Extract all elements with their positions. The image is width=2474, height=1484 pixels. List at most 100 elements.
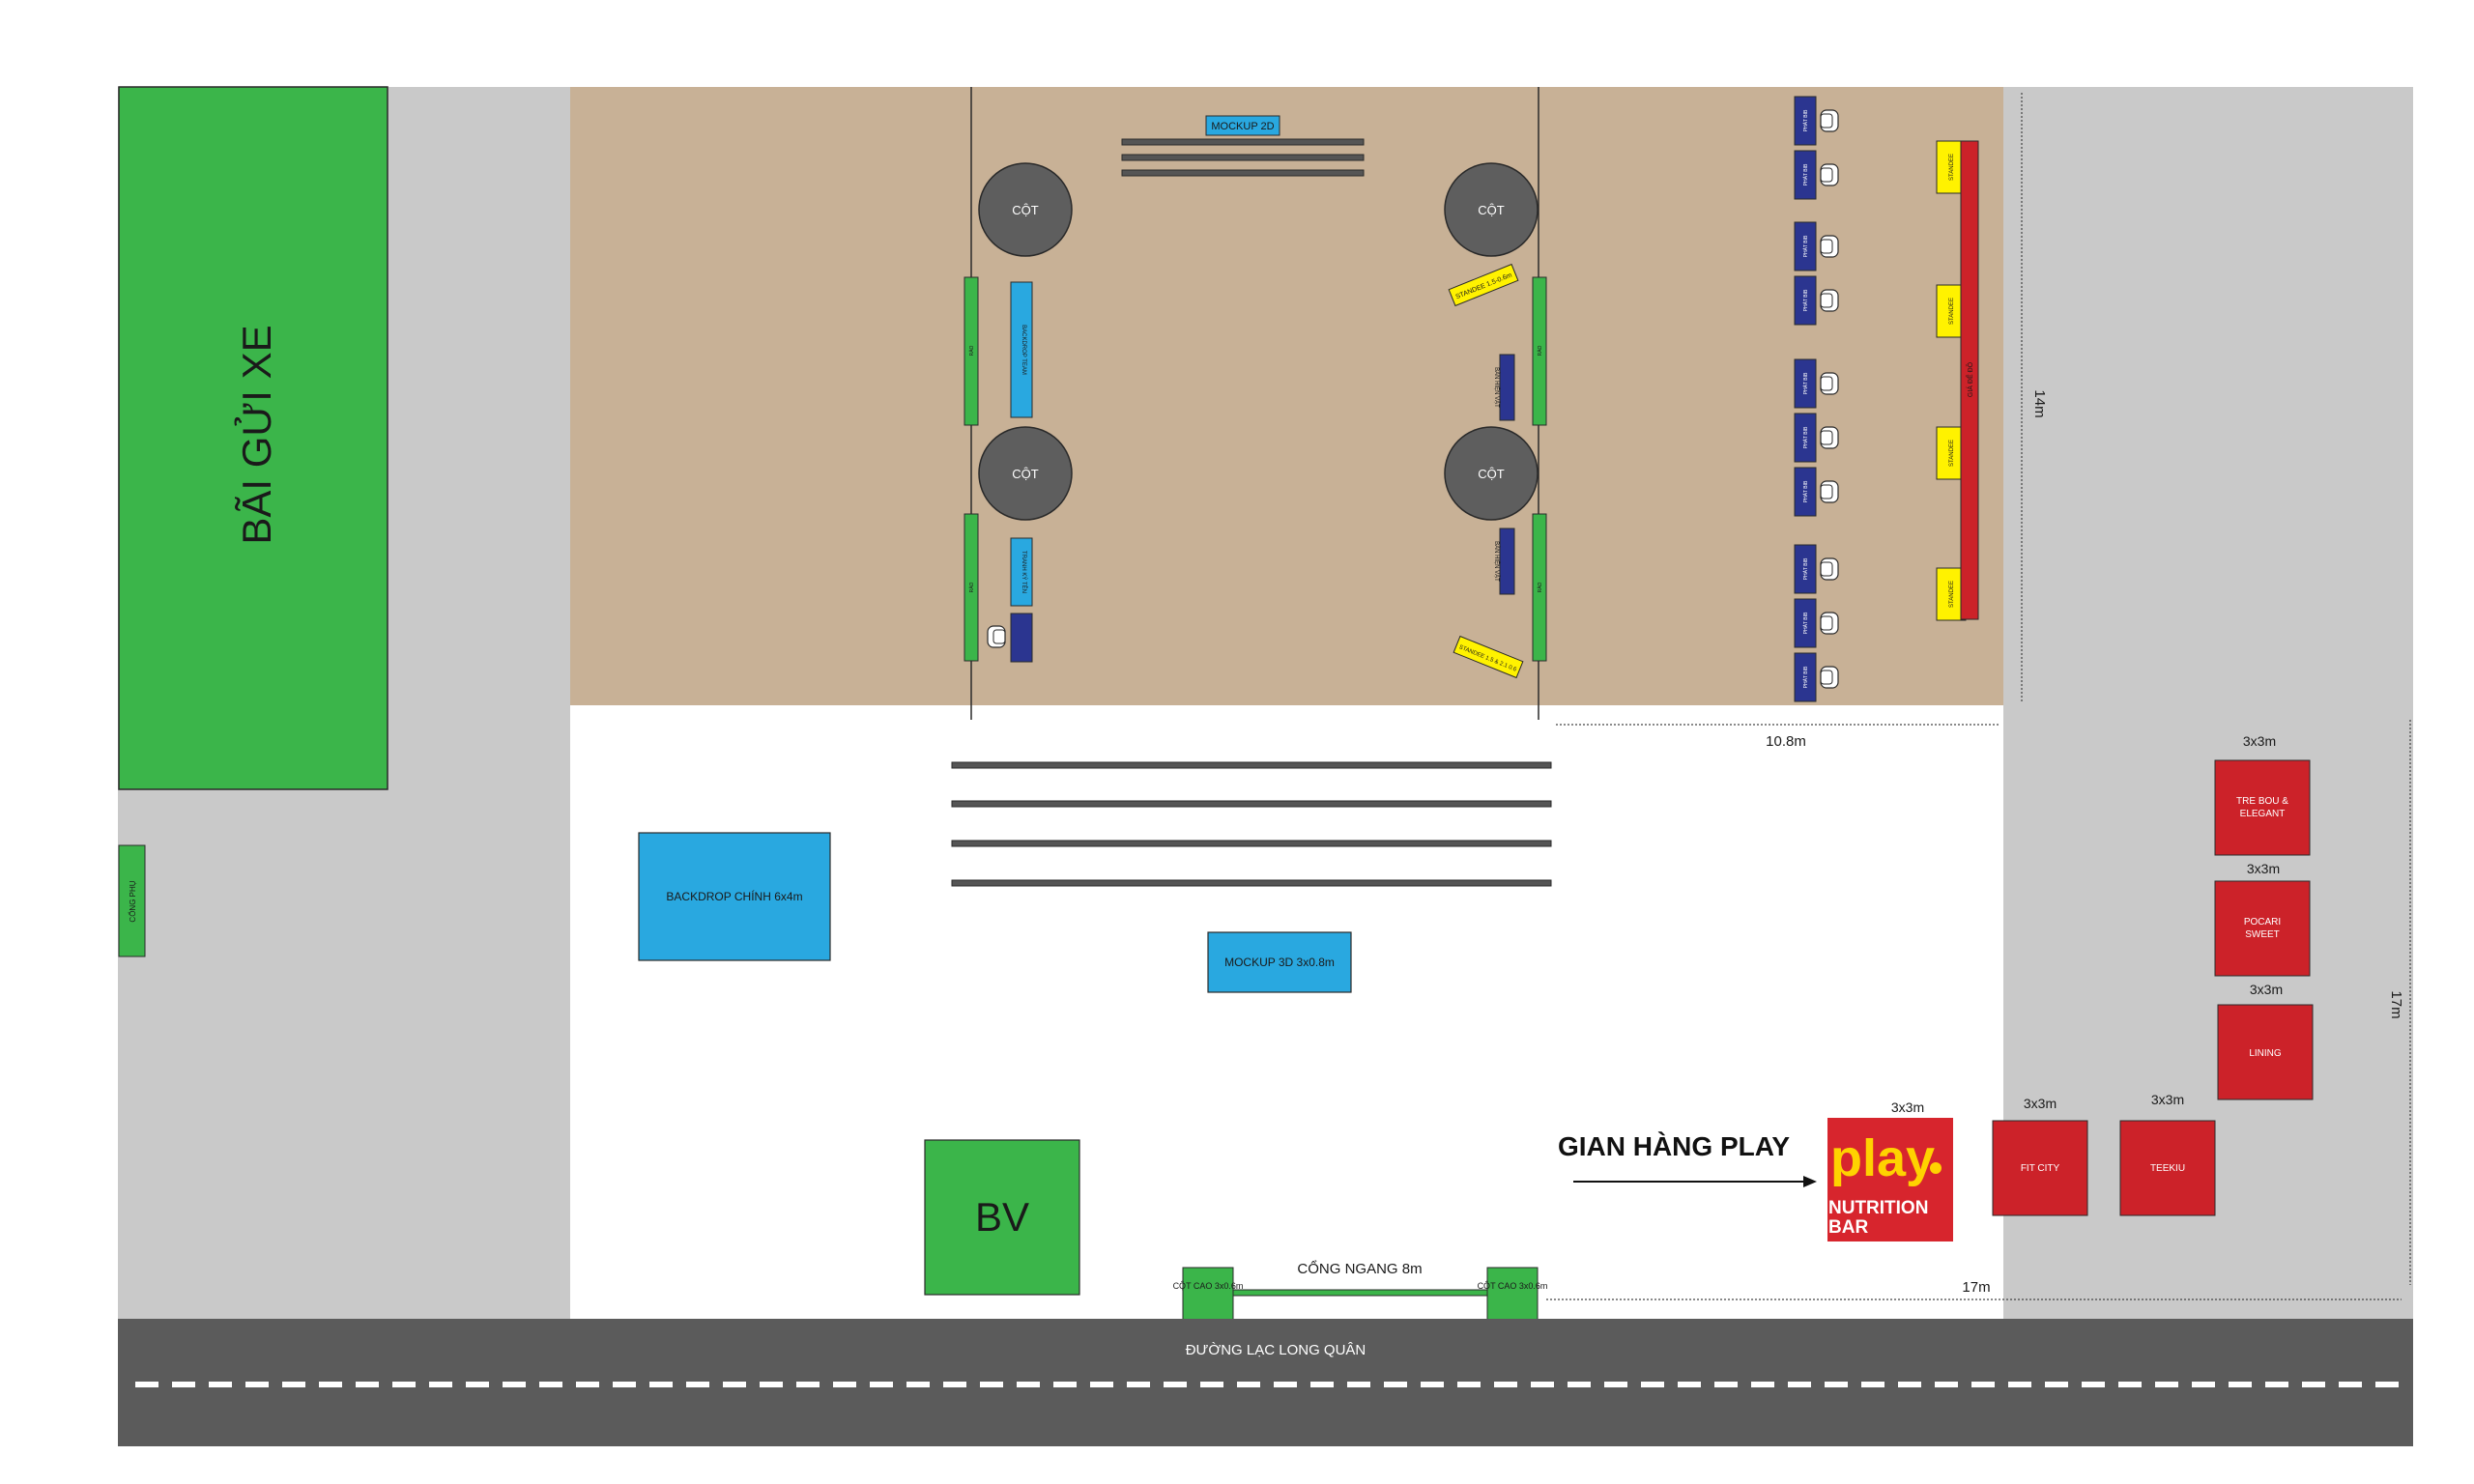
staff-desk [1794, 467, 1817, 517]
chair-icon [1820, 480, 1839, 503]
staff-desk-label: PHÁT BIB [1802, 235, 1809, 257]
svg-text:CỘT: CỘT [1478, 467, 1505, 481]
svg-text:3x3m: 3x3m [2247, 861, 2280, 876]
side-gate-label: CỔNG PHỤ [129, 880, 137, 922]
arrow-right-icon [1803, 1176, 1817, 1187]
staff-desk-column: PHÁT BIB PHÁT BIB PHÁT BIB PHÁT BIB PHÁT BIB… [1794, 96, 1839, 702]
svg-text:3x3m: 3x3m [2024, 1096, 2057, 1111]
booth-fit-city: 3x3m FIT CITY [1992, 1096, 2088, 1216]
chair-icon [1820, 289, 1839, 312]
display-desk-2 [1499, 528, 1515, 595]
chair-icon [1820, 163, 1839, 186]
svg-text:GIÁ ĐỂ ĐỒ: GIÁ ĐỂ ĐỒ [1965, 361, 1974, 397]
svg-text:RÀO: RÀO [1537, 582, 1543, 592]
mockup-2d [1205, 115, 1280, 136]
svg-text:CỘT: CỘT [1012, 203, 1039, 217]
wall-left-bottom [964, 513, 979, 662]
column-2: CỘT [978, 426, 1073, 521]
svg-text:BAR: BAR [1828, 1217, 1868, 1238]
road [118, 1319, 2413, 1446]
svg-text:LINING: LINING [2249, 1048, 2282, 1059]
svg-text:3x3m: 3x3m [2151, 1092, 2184, 1107]
booth-lining: 3x3m LINING [2217, 982, 2314, 1100]
svg-text:CỘT CAO 3x0.6m: CỘT CAO 3x0.6m [1173, 1281, 1244, 1291]
yellow-standee-label: STANDEE [1949, 298, 1955, 325]
chair-icon [1820, 235, 1839, 258]
staff-desk-label: PHÁT BIB [1802, 163, 1809, 186]
barrier-top-3 [1121, 169, 1365, 177]
backdrop-main [638, 832, 831, 961]
staff-desk-label: PHÁT BIB [1802, 480, 1809, 502]
bv-block [924, 1139, 1080, 1296]
staff-desk [1794, 221, 1817, 271]
barrier-2 [951, 800, 1552, 808]
staff-desk [1794, 358, 1817, 409]
yellow-standee-label: STANDEE [1949, 154, 1955, 181]
svg-text:BACKDROP TEAM: BACKDROP TEAM [1021, 325, 1026, 375]
wall-left-top [964, 276, 979, 426]
svg-text:RÀO: RÀO [968, 345, 975, 356]
dim-17m-bottom: 17m [1962, 1279, 1990, 1296]
booth-pocari: 3x3m POCARI SWEET [2214, 861, 2311, 977]
barrier-top-1 [1121, 138, 1365, 146]
gate-pillar-right [1486, 1267, 1539, 1321]
svg-text:CỘT: CỘT [1012, 467, 1039, 481]
svg-text:CỘT CAO 3x0.6m: CỘT CAO 3x0.6m [1478, 1281, 1548, 1291]
main-gate-label: CỔNG NGANG 8m [1297, 1260, 1422, 1277]
svg-text:RÀO: RÀO [968, 582, 975, 592]
svg-text:POCARI: POCARI [2244, 917, 2281, 928]
wall-right-bottom [1532, 513, 1547, 662]
yellow-standee-label: STANDEE [1949, 581, 1955, 608]
desk-left [1010, 613, 1033, 663]
staff-desk [1794, 96, 1817, 146]
mockup-3d-label: MOCKUP 3D 3x0.8m [1224, 956, 1335, 969]
staff-desk-label: PHÁT BIB [1802, 612, 1809, 634]
chair-icon [1820, 666, 1839, 689]
mockup-3d [1207, 931, 1352, 993]
svg-text:TEEKIU: TEEKIU [2150, 1163, 2185, 1174]
staff-desk-label: PHÁT BIB [1802, 372, 1809, 394]
play-booth-size: 3x3m [1891, 1099, 1924, 1115]
barrier-top-2 [1121, 154, 1365, 161]
column-4: CỘT [1444, 426, 1539, 521]
staff-desk [1794, 413, 1817, 463]
chair-icon [1820, 109, 1839, 132]
svg-text:CỘT: CỘT [1478, 203, 1505, 217]
play-booth-title: GIAN HÀNG PLAY [1558, 1131, 1790, 1161]
svg-text:TRANH KÝ TÊN: TRANH KÝ TÊN [1021, 551, 1028, 593]
svg-text:SWEET: SWEET [2245, 929, 2280, 940]
rack-red [1960, 140, 1979, 620]
staff-desk [1794, 544, 1817, 594]
dim-17m-side: 17m [2388, 990, 2404, 1018]
staff-desk-label: PHÁT BIB [1802, 666, 1809, 688]
svg-text:3x3m: 3x3m [2243, 733, 2276, 749]
booth-teekiu: 3x3m TEEKIU [2119, 1092, 2216, 1216]
staff-desk-label: PHÁT BIB [1802, 426, 1809, 448]
dim-14m: 14m [2031, 389, 2048, 417]
mockup-2d-label: MOCKUP 2D [1211, 121, 1274, 132]
event-white-area [570, 705, 2003, 1319]
event-tan-area [570, 87, 2003, 705]
wall-right-top [1532, 276, 1547, 426]
chair-icon [1820, 557, 1839, 581]
backdrop-main-label: BACKDROP CHÍNH 6x4m [666, 889, 802, 903]
staff-desk [1794, 598, 1817, 648]
staff-desk-label: PHÁT BIB [1802, 109, 1809, 131]
road-label: ĐƯỜNG LẠC LONG QUÂN [1186, 1342, 1366, 1358]
barrier-1 [951, 761, 1552, 769]
svg-text:RÀO: RÀO [1537, 345, 1543, 356]
parking-lot [118, 86, 388, 790]
column-3: CỘT [1444, 162, 1539, 257]
svg-text:BÀN HIỆN VẬT: BÀN HIỆN VẬT [1493, 541, 1501, 582]
signing-panel [1010, 537, 1033, 607]
staff-desk [1794, 275, 1817, 326]
chair-icon [1820, 612, 1839, 635]
side-gate [118, 844, 146, 957]
svg-text:TRE BOU &: TRE BOU & [2236, 796, 2288, 807]
play-logo: play NUTRITION BAR [1827, 1118, 1953, 1241]
svg-text:ELEGANT: ELEGANT [2240, 809, 2286, 819]
gate-bar [1232, 1289, 1488, 1297]
svg-text:FIT CITY: FIT CITY [2021, 1163, 2060, 1174]
staff-desk-label: PHÁT BIB [1802, 289, 1809, 311]
